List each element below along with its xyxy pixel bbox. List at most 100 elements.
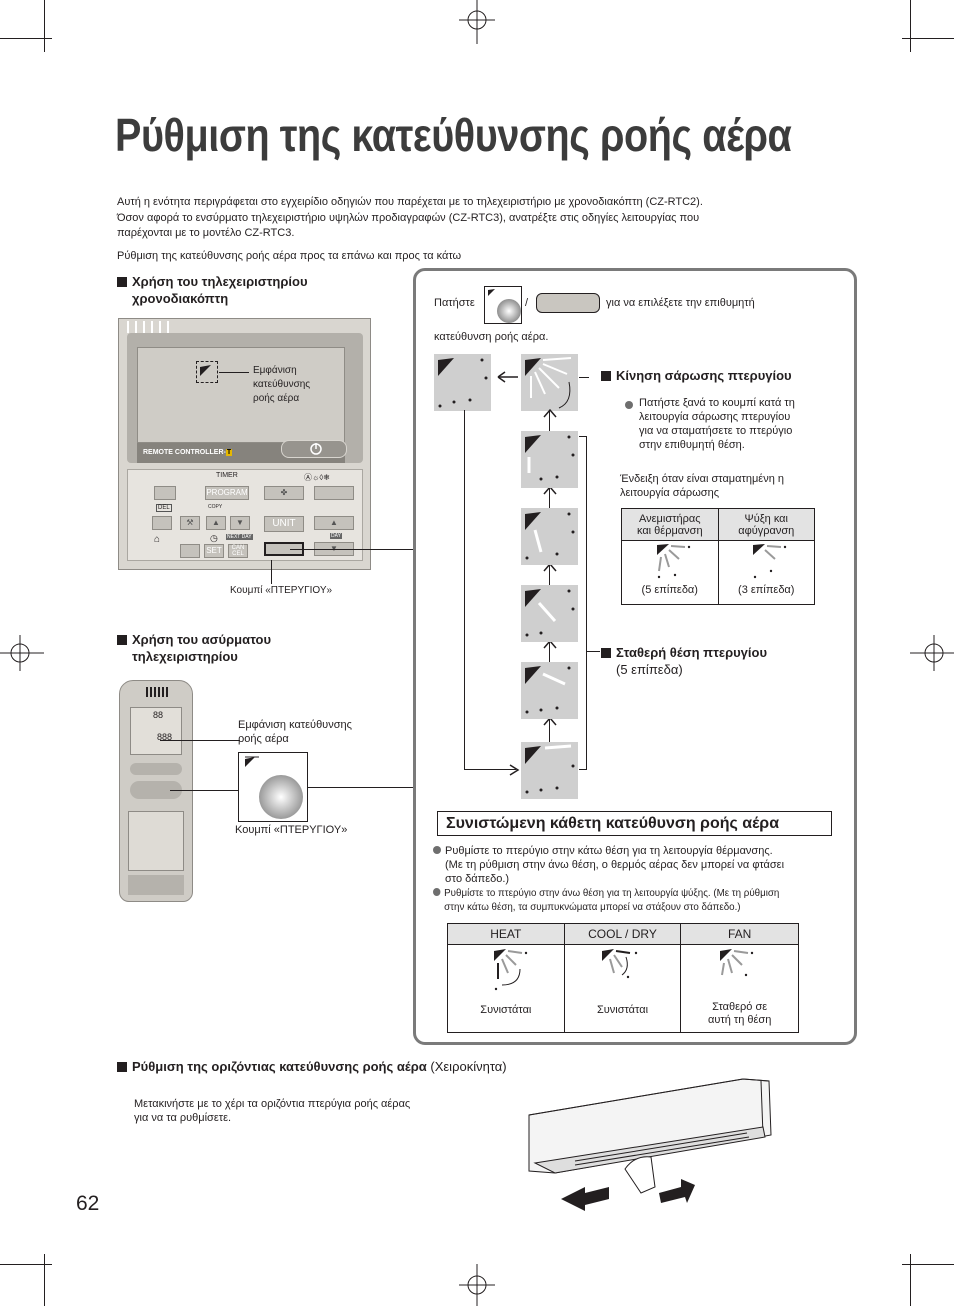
- flow-arrow: [549, 564, 550, 586]
- vane-cool-icon: [602, 949, 638, 979]
- time-up-button[interactable]: ▲: [206, 516, 226, 530]
- horizontal-instructions: Μετακινήστε με το χέρι τα οριζόντια πτερ…: [134, 1097, 410, 1125]
- connector-line: [290, 549, 414, 550]
- vane-position-tile: [521, 742, 578, 799]
- bullet-line: (Με τη ρύθμιση στην άνω θέση, ο θερμός α…: [445, 859, 785, 871]
- registration-target: [910, 635, 954, 671]
- fan-speed-button[interactable]: ✤: [264, 486, 304, 500]
- wireless-vane-button[interactable]: [130, 781, 182, 799]
- crop-mark: [0, 38, 52, 39]
- crop-mark: [44, 1254, 45, 1306]
- mode-cell-fan: Σταθερό σε αυτή τη θέση: [680, 944, 799, 1033]
- vane-icon: [525, 744, 575, 794]
- swing-heading: Κίνηση σάρωσης πτερυγίου: [601, 367, 792, 384]
- vane-icon: [525, 435, 575, 481]
- table-cell: (3 επίπεδα): [717, 540, 816, 605]
- cancel-button[interactable]: CAN CEL: [228, 544, 248, 558]
- time-down-button[interactable]: ▼: [230, 516, 250, 530]
- header-line: και θέρμανση: [636, 524, 703, 537]
- arrow-left-icon: [497, 371, 518, 383]
- callout-line: ροής αέρα: [253, 393, 300, 404]
- vane-swing-icon: [656, 544, 690, 579]
- wireless-remote-heading: Χρήση του ασύρματου τηλεχειριστηρίου: [117, 631, 271, 665]
- check-button[interactable]: [152, 516, 172, 530]
- intro-line: Αυτή η ενότητα περιγράφεται στο εγχειρίδ…: [117, 196, 703, 208]
- arrow-right-icon: [509, 764, 520, 776]
- vane-icon: [525, 666, 571, 714]
- bullet-line: Ρυθμίστε το πτερύγιο στην άνω θέση για τ…: [444, 887, 780, 899]
- table-cell: (5 επίπεδα): [621, 540, 719, 605]
- mode-header-fan: FAN: [680, 923, 799, 945]
- next-day-label: NEXT DAY: [226, 534, 253, 540]
- label-text: REMOTE CONTROLLER-: [143, 449, 226, 456]
- vane-button-round[interactable]: [484, 286, 522, 324]
- vane-swing-tile: [521, 354, 578, 411]
- bullet-line: στο δάπεδο.): [445, 873, 510, 885]
- heading-line: τηλεχειριστηρίου: [132, 649, 238, 664]
- bracket-line: [586, 436, 587, 770]
- arrow-up-icon: [543, 408, 557, 418]
- mode-caption: αυτή τη θέση: [707, 1014, 772, 1026]
- bullet-icon: [433, 888, 441, 896]
- section-subtitle: Ρύθμιση της κατεύθυνσης ροής αέρα προς τ…: [117, 250, 462, 262]
- mode-header-heat: HEAT: [447, 923, 565, 945]
- house-icon: ⌂: [154, 534, 161, 545]
- bullet-line: Ρυθμίστε το πτερύγιο στην κάτω θέση για …: [445, 845, 773, 857]
- grid-button[interactable]: [180, 544, 200, 558]
- bullet-line: Πατήστε ξανά το κουμπί κατά τη: [639, 397, 795, 409]
- bullet-line: στην επιθυμητή θέση.: [639, 439, 745, 451]
- flow-arrow: [549, 487, 550, 509]
- instruction-line: Μετακινήστε με το χέρι τα οριζόντια πτερ…: [134, 1098, 411, 1110]
- vane-position-tile: [521, 585, 578, 642]
- program-button[interactable]: PROGRAM: [205, 486, 249, 500]
- vane-direction-panel: [413, 268, 857, 1045]
- wrench-button[interactable]: ⚒: [180, 516, 200, 530]
- wireless-callout: Εμφάνιση κατεύθυνσης ροής αέρα: [238, 718, 352, 746]
- registration-target: [459, 1264, 495, 1306]
- vane-position-tile: [521, 662, 578, 719]
- mode-cell-heat: Συνιστάται: [447, 944, 565, 1033]
- temp-up-button[interactable]: ▲: [314, 516, 354, 530]
- mode-button[interactable]: [314, 486, 354, 500]
- callout-line: Εμφάνιση κατεύθυνσης: [238, 719, 352, 731]
- remote-model-label: REMOTE CONTROLLER-T: [143, 449, 233, 456]
- unit-button[interactable]: UNIT: [264, 516, 304, 532]
- loop-line: [464, 769, 516, 770]
- timer-label: TIMER: [216, 472, 238, 479]
- remote-screen: Εμφάνιση κατεύθυνσης ροής αέρα: [137, 347, 345, 443]
- leader-line: [160, 740, 240, 741]
- slash-separator: /: [525, 297, 529, 309]
- vane-position-tile: [521, 508, 578, 565]
- intro-text: Αυτή η ενότητα περιγράφεται στο εγχειρίδ…: [117, 195, 837, 242]
- header-line: αφύγρανση: [738, 524, 795, 537]
- square-bullet-icon: [117, 277, 127, 287]
- mode-icons: Ⓐ☼◊❄: [304, 473, 330, 482]
- vane-fan-icon: [719, 949, 753, 977]
- mode-cell-cool: Συνιστάται: [563, 944, 682, 1033]
- note-line: Ένδειξη όταν είναι σταματημένη η: [620, 473, 785, 485]
- arrow-right-icon: [659, 1179, 695, 1203]
- callout-line: Εμφάνιση: [253, 365, 297, 376]
- callout-line: κατεύθυνσης: [253, 379, 311, 390]
- timer-remote-heading: Χρήση του τηλεχειριστηρίου χρονοδιακόπτη: [117, 273, 308, 307]
- swing-button[interactable]: [154, 486, 176, 500]
- label-badge: T: [225, 449, 233, 456]
- vane-swing-icon: [525, 357, 572, 409]
- vane-icon: [525, 512, 575, 560]
- vane-icon: [438, 358, 488, 408]
- square-bullet-icon: [601, 648, 611, 658]
- flow-arrow: [549, 641, 550, 663]
- bullet-icon: [625, 401, 633, 409]
- note-line: λειτουργία σάρωσης: [620, 487, 719, 499]
- square-bullet-icon: [601, 371, 611, 381]
- power-button[interactable]: [281, 440, 347, 458]
- vane-button-wired[interactable]: [536, 293, 600, 313]
- heading-line: χρονοδιακόπτη: [132, 291, 229, 306]
- header-line: Ψύξη και: [744, 512, 788, 525]
- set-button[interactable]: SET: [204, 544, 224, 558]
- heading-sub: (5 επίπεδα): [616, 662, 683, 677]
- intro-line: παρέχονται με το μοντέλο CZ-RTC3.: [117, 227, 295, 239]
- bullet-line: λειτουργία σάρωσης πτερυγίου: [639, 411, 791, 423]
